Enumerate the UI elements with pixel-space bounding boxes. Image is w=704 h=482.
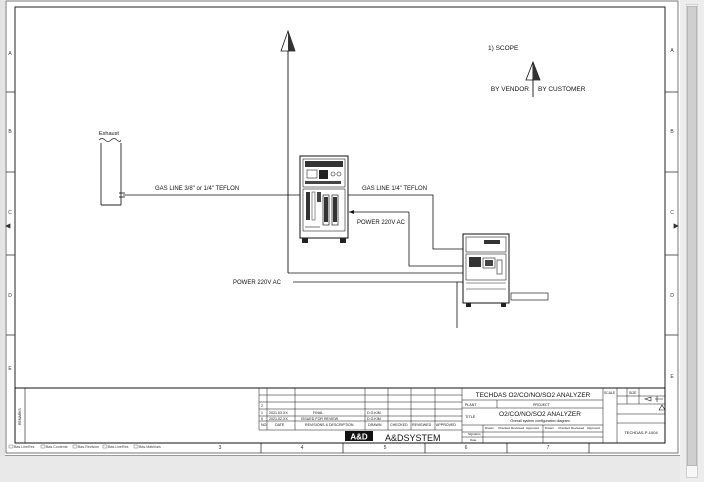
main-analyzer-cabinet [299, 155, 349, 243]
subtitle: Overall system configuration diagram [510, 419, 569, 423]
zone-letter: C [8, 210, 12, 216]
date-label: Date [470, 438, 477, 442]
gas-line-right-label: GAS LINE 1/4" TEFLON [362, 186, 427, 192]
system-diagram: A B C D E A B C D E [5, 0, 679, 454]
zone-number: 6 [465, 445, 468, 451]
rev-header: DRAWN [368, 423, 382, 427]
remarks-label: REMARKS [18, 407, 22, 425]
zone-letter: D [8, 293, 12, 299]
scope-legend: 1) SCOPE BY VENDOR BY CUSTOMER [488, 45, 586, 97]
layer-tab[interactable]: Bas.LineRes [14, 445, 35, 449]
approval-header: Drawn [545, 426, 554, 430]
power-arrow-icon [349, 210, 354, 214]
header-title: TECHDAS O2/CO/NO/SO2 ANALYZER [476, 392, 591, 399]
title-block: REMARKS [14, 387, 666, 444]
drawing-sheet: A B C D E A B C D E [5, 0, 681, 456]
main-title: O2/CO/NO/SO2 ANALYZER [499, 411, 581, 418]
outer-border [5, 0, 679, 454]
rev-header: APPROVED [436, 423, 456, 427]
zone-number: 7 [547, 445, 550, 451]
layer-tab[interactable]: Bas.LineRes [108, 445, 129, 449]
company-logo: A&D [345, 431, 373, 442]
zone-letter: C [670, 210, 674, 216]
size-label: SIZE [629, 391, 637, 395]
rev-desc: FINAL [313, 411, 323, 415]
zone-letters-left: A B C D E [8, 51, 12, 372]
zone-number: 3 [219, 445, 222, 451]
rev-header: REVISIONS & DESCRIPTION [305, 423, 354, 427]
zone-letter: B [8, 129, 12, 135]
layer-tab[interactable]: Bas.Materials [139, 445, 161, 449]
svg-text:A&D: A&D [350, 433, 368, 442]
title-label: TITLE [465, 415, 476, 419]
gas-line-right [348, 194, 463, 250]
layer-tabs: Bas.LineRes Bas.Contents Bas.Revision Ba… [8, 444, 161, 449]
zone-number: 4 [301, 445, 304, 451]
second-analyzer-cabinet [462, 233, 510, 307]
revision-triangle-icon [658, 404, 666, 411]
layer-tab[interactable]: Bas.Contents [46, 445, 68, 449]
rev-date: 2021.03.XX [269, 411, 288, 415]
approval-header: Checked [558, 426, 570, 430]
scope-customer-label: BY CUSTOMER [538, 86, 586, 93]
vertical-scrollbar[interactable] [680, 0, 704, 482]
scroll-thumb[interactable] [687, 6, 697, 466]
drawing-number: TECHDAS-P-1004 [624, 430, 658, 435]
rev-header: NO. [261, 423, 267, 427]
zone-letters-right: A B C D E [670, 48, 674, 380]
rev-by: D.G.KIM [367, 411, 381, 415]
exhaust-label: Exhaust [99, 131, 119, 137]
rev-header: CHECKED [390, 423, 408, 427]
zone-numbers-bottom: 3 4 5 6 7 [219, 445, 550, 451]
power-left-label: POWER 220V AC [233, 280, 282, 286]
zone-ticks [5, 91, 679, 336]
zone-letter: E [670, 374, 674, 380]
gas-line-left-label: GAS LINE 3/8" or 1/4" TEFLON [155, 186, 239, 192]
rev-number: 0 [261, 417, 263, 421]
power-right-label: POWER 220V AC [357, 220, 406, 226]
approval-header: Checked [498, 426, 510, 430]
approval-header: Approved [587, 426, 600, 430]
zone-letter: A [8, 51, 12, 57]
rev-number: 2 [261, 404, 263, 408]
zone-letter: B [670, 129, 674, 135]
scope-title: 1) SCOPE [488, 45, 519, 52]
rev-desc: ISSUED FOR REVIEW [301, 417, 339, 421]
rev-number: 1 [261, 411, 263, 415]
blank-label-box [510, 292, 549, 301]
approval-header: Drawn [485, 426, 494, 430]
rev-date: 2021.02.XX [269, 417, 288, 421]
zone-letter: E [8, 366, 12, 372]
power-line-right [408, 212, 463, 267]
projection-symbol-icon [644, 396, 663, 402]
rev-header: DATE [275, 423, 285, 427]
project-label: PROJECT [533, 403, 551, 407]
viewer-bottom-strip [0, 456, 680, 482]
zone-letter: A [670, 48, 674, 54]
scope-vendor-label: BY VENDOR [491, 86, 529, 93]
signature-label: Signature [468, 432, 481, 436]
layer-tab[interactable]: Bas.Revision [78, 445, 99, 449]
zone-number: 5 [384, 445, 387, 451]
zone-letter: D [670, 293, 674, 299]
scale-label: SCALE [604, 391, 616, 395]
rev-header: REVIEWED [412, 423, 432, 427]
plant-label: PLANT [465, 403, 477, 407]
rev-by: D.G.KIM [367, 417, 381, 421]
approval-header: Reviewed [571, 426, 585, 430]
exhaust-stack: Exhaust [98, 131, 125, 206]
approval-header: Approved [526, 426, 539, 430]
company-name: A&DSYSTEM [385, 433, 441, 443]
approval-header: Reviewed [511, 426, 525, 430]
